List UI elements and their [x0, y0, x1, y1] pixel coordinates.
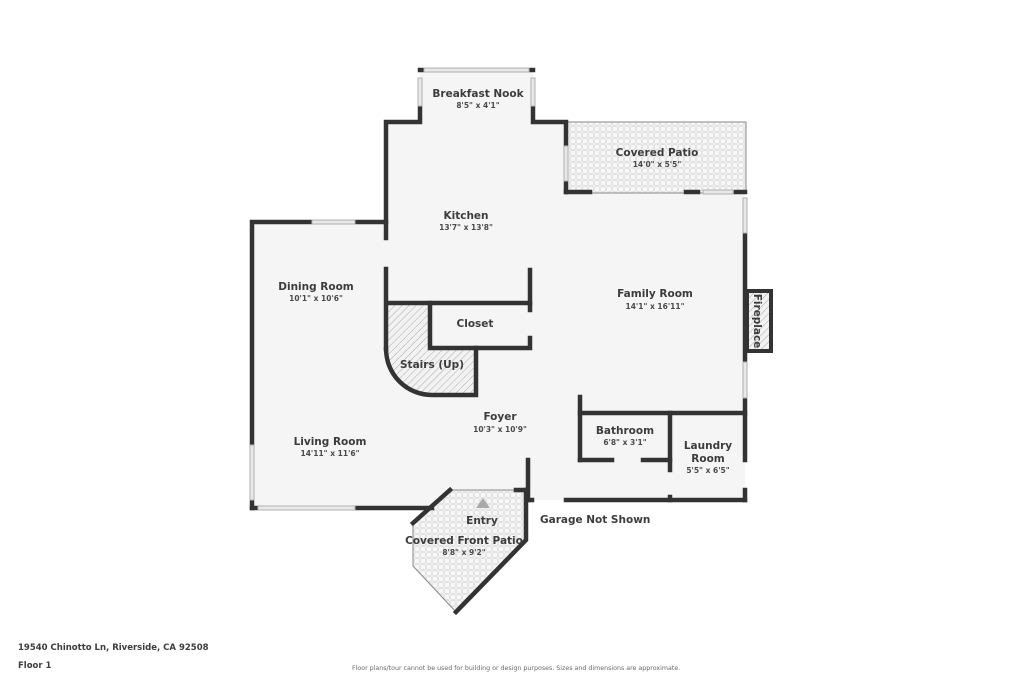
entry-arrow-icon: [476, 498, 490, 508]
label-kitchen: Kitchen: [443, 210, 488, 222]
label-stairs: Stairs (Up): [400, 359, 464, 371]
dim-foyer: 10'3" x 10'9": [473, 425, 527, 434]
room-labels: Breakfast Nook 8'5" x 4'1" Covered Patio…: [278, 88, 763, 557]
label-breakfast-nook: Breakfast Nook: [432, 88, 524, 100]
disclaimer: Floor plans/tour cannot be used for buil…: [352, 665, 681, 672]
dim-laundry-room: 5'5" x 6'5": [686, 466, 729, 475]
fireplace-area: [745, 289, 773, 353]
address: 19540 Chinotto Ln, Riverside, CA 92508: [18, 643, 209, 653]
label-fireplace: Fireplace: [751, 294, 763, 349]
windows: [249, 67, 748, 511]
garage-note: Garage Not Shown: [540, 514, 650, 526]
label-laundry-line2: Room: [691, 453, 725, 465]
floor-area: [252, 70, 745, 508]
dim-covered-patio: 14'0" x 5'5": [633, 160, 682, 169]
label-foyer: Foyer: [483, 411, 517, 423]
covered-patio-area: [565, 121, 747, 194]
dim-dining-room: 10'1" x 10'6": [289, 294, 343, 303]
dim-living-room: 14'11" x 11'6": [301, 449, 360, 458]
dim-bathroom: 6'8" x 3'1": [603, 438, 646, 447]
label-covered-patio: Covered Patio: [616, 147, 699, 159]
floor-label: Floor 1: [18, 661, 52, 671]
label-dining-room: Dining Room: [278, 281, 354, 293]
label-bathroom: Bathroom: [596, 425, 654, 437]
label-family-room: Family Room: [617, 288, 693, 300]
label-closet: Closet: [457, 318, 494, 330]
dim-family-room: 14'1" x 16'11": [626, 302, 685, 311]
label-entry: Entry: [466, 515, 498, 527]
label-laundry-line1: Laundry: [684, 440, 732, 452]
walls: [249, 67, 748, 616]
label-covered-front-patio: Covered Front Patio: [405, 535, 523, 547]
label-living-room: Living Room: [294, 436, 367, 448]
dim-covered-front-patio: 8'8" x 9'2": [442, 548, 485, 557]
dim-breakfast-nook: 8'5" x 4'1": [456, 101, 499, 110]
dim-kitchen: 13'7" x 13'8": [439, 223, 493, 232]
